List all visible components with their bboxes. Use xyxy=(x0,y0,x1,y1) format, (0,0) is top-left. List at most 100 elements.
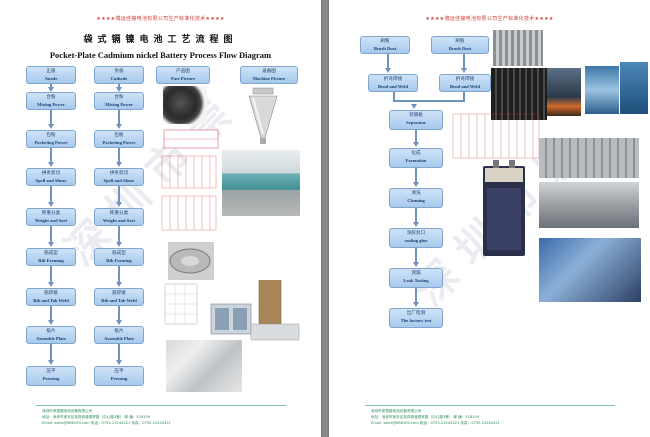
flow-arrow xyxy=(48,202,54,207)
flow-arrow xyxy=(48,360,54,365)
step-leak-testing: 测漏 Leak Testing xyxy=(389,268,443,288)
flow-arrow xyxy=(415,248,417,263)
cathode-step-assemble-plate: 极片 Assemble Plate xyxy=(94,326,144,344)
step-bend-weld-cathode: 折弯焊接 Bend and Weld xyxy=(439,74,491,92)
production-line-photo xyxy=(222,150,300,216)
flow-arrow xyxy=(116,162,122,167)
step-en: Rib Forming xyxy=(106,257,132,263)
pressed-plate-photo xyxy=(166,340,242,392)
assembly-machine-photo xyxy=(164,280,300,341)
flow-arrow xyxy=(48,87,54,92)
step-bend-weld-anode: 折弯焊接 Bend and Weld xyxy=(368,74,418,92)
column-header-cn: 设备图 xyxy=(262,69,276,74)
step-cn: 极片 xyxy=(46,329,56,334)
battery-cell-photo xyxy=(483,160,525,256)
footer-contact: Email: sales@888163.com 电话：0755-23244321… xyxy=(371,421,500,425)
column-header-en: Machine Picture xyxy=(252,75,286,81)
flow-arrow xyxy=(48,124,54,129)
flow-arrow xyxy=(413,182,419,187)
step-en: Brush Dust xyxy=(373,45,397,51)
flow-arrow xyxy=(48,282,54,287)
step-cn: 筋焊接 xyxy=(112,291,126,296)
anode-step-assemble-plate: 极片 Assemble Plate xyxy=(26,326,76,344)
flow-arrow xyxy=(48,320,54,325)
step-en: Mixing Power xyxy=(105,101,133,107)
flow-arrow xyxy=(118,110,120,125)
step-cn: 包粉 xyxy=(114,133,124,138)
step-en: Spell and Shear xyxy=(103,177,135,183)
flow-arrow xyxy=(463,92,465,100)
step-cn: 装隔板 xyxy=(409,113,423,118)
cathode-step-rib-forming: 筋成型 Rib Forming xyxy=(94,248,144,266)
flow-arrow xyxy=(118,266,120,283)
separator-drawing xyxy=(452,113,540,159)
step-en: Mixing Power xyxy=(37,101,65,107)
step-factory-test: 出厂检测 The factory test xyxy=(389,308,443,328)
step-cn: 拼条剪切 xyxy=(41,171,61,176)
step-cn: 包粉 xyxy=(46,133,56,138)
cathode-step-pressing: 压平 Pressing xyxy=(94,366,144,386)
step-cn: 刷粉 xyxy=(380,39,390,44)
flow-arrow xyxy=(116,320,122,325)
leak-testing-machine-photo xyxy=(539,238,641,302)
flow-arrow xyxy=(415,208,417,223)
step-cn: 折弯焊接 xyxy=(383,77,403,82)
step-cn: 刷粉 xyxy=(455,39,465,44)
step-cn: 拼条剪切 xyxy=(109,171,129,176)
cathode-step-rib-tab-weld: 筋焊接 Rib and Tab Weld xyxy=(94,288,144,306)
flow-arrow xyxy=(118,344,120,361)
step-cn: 测漏 xyxy=(411,271,421,276)
flow-arrow xyxy=(413,302,419,307)
footer-address: 地址：深圳市宝安区松岗街道燕罗路（中心路3巷） 邮 编：518109 xyxy=(371,415,480,419)
step-cn: 出厂检测 xyxy=(406,311,426,316)
flow-arrow xyxy=(387,54,389,69)
flow-arrow xyxy=(116,282,122,287)
anode-step-spell-shear: 拼条剪切 Spell and Shear xyxy=(26,168,76,186)
right-page: 深 圳 市 崇 ★★★★博运佳镍电池有限公司生产标准化技术★★★★ 刷粉 Bru… xyxy=(329,0,650,437)
footer-company: 深圳市崇德镍电池设备有限公司 xyxy=(371,409,422,413)
flow-arrow xyxy=(50,344,52,361)
flow-arrow xyxy=(116,87,122,92)
flow-arrow xyxy=(415,168,417,183)
column-header-machine-picture: 设备图 Machine Picture xyxy=(240,66,298,84)
cathode-step-mixing: 合粉 Mixing Power xyxy=(94,92,144,110)
page-title-cn: 袋式镉镍电池工艺流程图 xyxy=(83,35,238,45)
step-cn: 筋成型 xyxy=(44,251,58,256)
cathode-step-pocketing: 包粉 Pocketing Power xyxy=(94,130,144,148)
step-brush-dust-cathode: 刷粉 Brush Dust xyxy=(431,36,489,54)
anode-step-pressing: 压平 Pressing xyxy=(26,366,76,386)
flow-arrow xyxy=(50,226,52,243)
step-en: Spell and Shear xyxy=(35,177,67,183)
formation-rack-photo xyxy=(539,138,639,178)
page-header: ★★★★博运佳镍电池有限公司生产标准化技术★★★★ xyxy=(425,16,554,22)
flow-arrow xyxy=(116,360,122,365)
anode-step-mixing: 合粉 Mixing Power xyxy=(26,92,76,110)
step-en: Weight and Sort xyxy=(34,217,68,223)
step-cleaning: 清洗 Cleaning xyxy=(389,188,443,208)
step-en: The factory test xyxy=(400,317,432,323)
flow-arrow xyxy=(50,110,52,125)
powder-photo xyxy=(163,86,207,124)
step-en: Pressing xyxy=(42,375,60,381)
step-cn: 折弯焊接 xyxy=(455,77,475,82)
flow-arrow xyxy=(393,92,395,100)
step-en: Leak Testing xyxy=(403,277,429,283)
flow-arrow xyxy=(50,148,52,163)
step-en: Separator xyxy=(406,119,426,125)
plate-drawing xyxy=(161,129,219,231)
column-header-cn: 产品图 xyxy=(176,69,190,74)
flow-connector xyxy=(393,100,465,102)
step-en: Cleaning xyxy=(407,197,425,203)
flow-arrow xyxy=(461,68,467,73)
anode-step-rib-forming: 筋成型 Rib Forming xyxy=(26,248,76,266)
anode-step-pocketing: 包粉 Pocketing Power xyxy=(26,130,76,148)
flow-arrow xyxy=(385,68,391,73)
step-en: Brush Dust xyxy=(448,45,472,51)
brush-dust-photo xyxy=(493,30,543,66)
separator-machine-photo xyxy=(620,62,648,114)
welding-machine-photo xyxy=(585,66,619,114)
anode-step-rib-tab-weld: 筋焊接 Rib and Tab Weld xyxy=(26,288,76,306)
flow-arrow xyxy=(415,130,417,143)
welding-photo xyxy=(547,68,581,116)
column-header-en: Cathode xyxy=(110,75,128,81)
